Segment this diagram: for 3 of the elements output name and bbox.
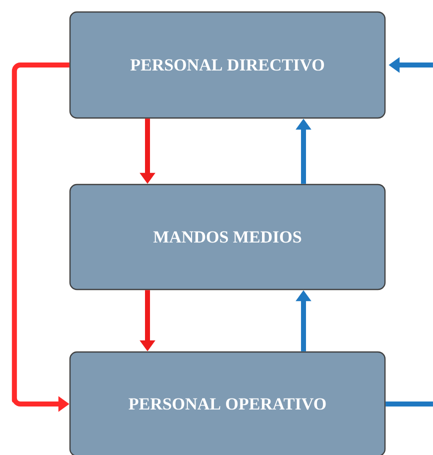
level-box: MANDOS MEDIOS (69, 184, 386, 290)
level-box: PERSONAL OPERATIVO (69, 351, 386, 455)
level-box: PERSONAL DIRECTIVO (69, 11, 386, 119)
